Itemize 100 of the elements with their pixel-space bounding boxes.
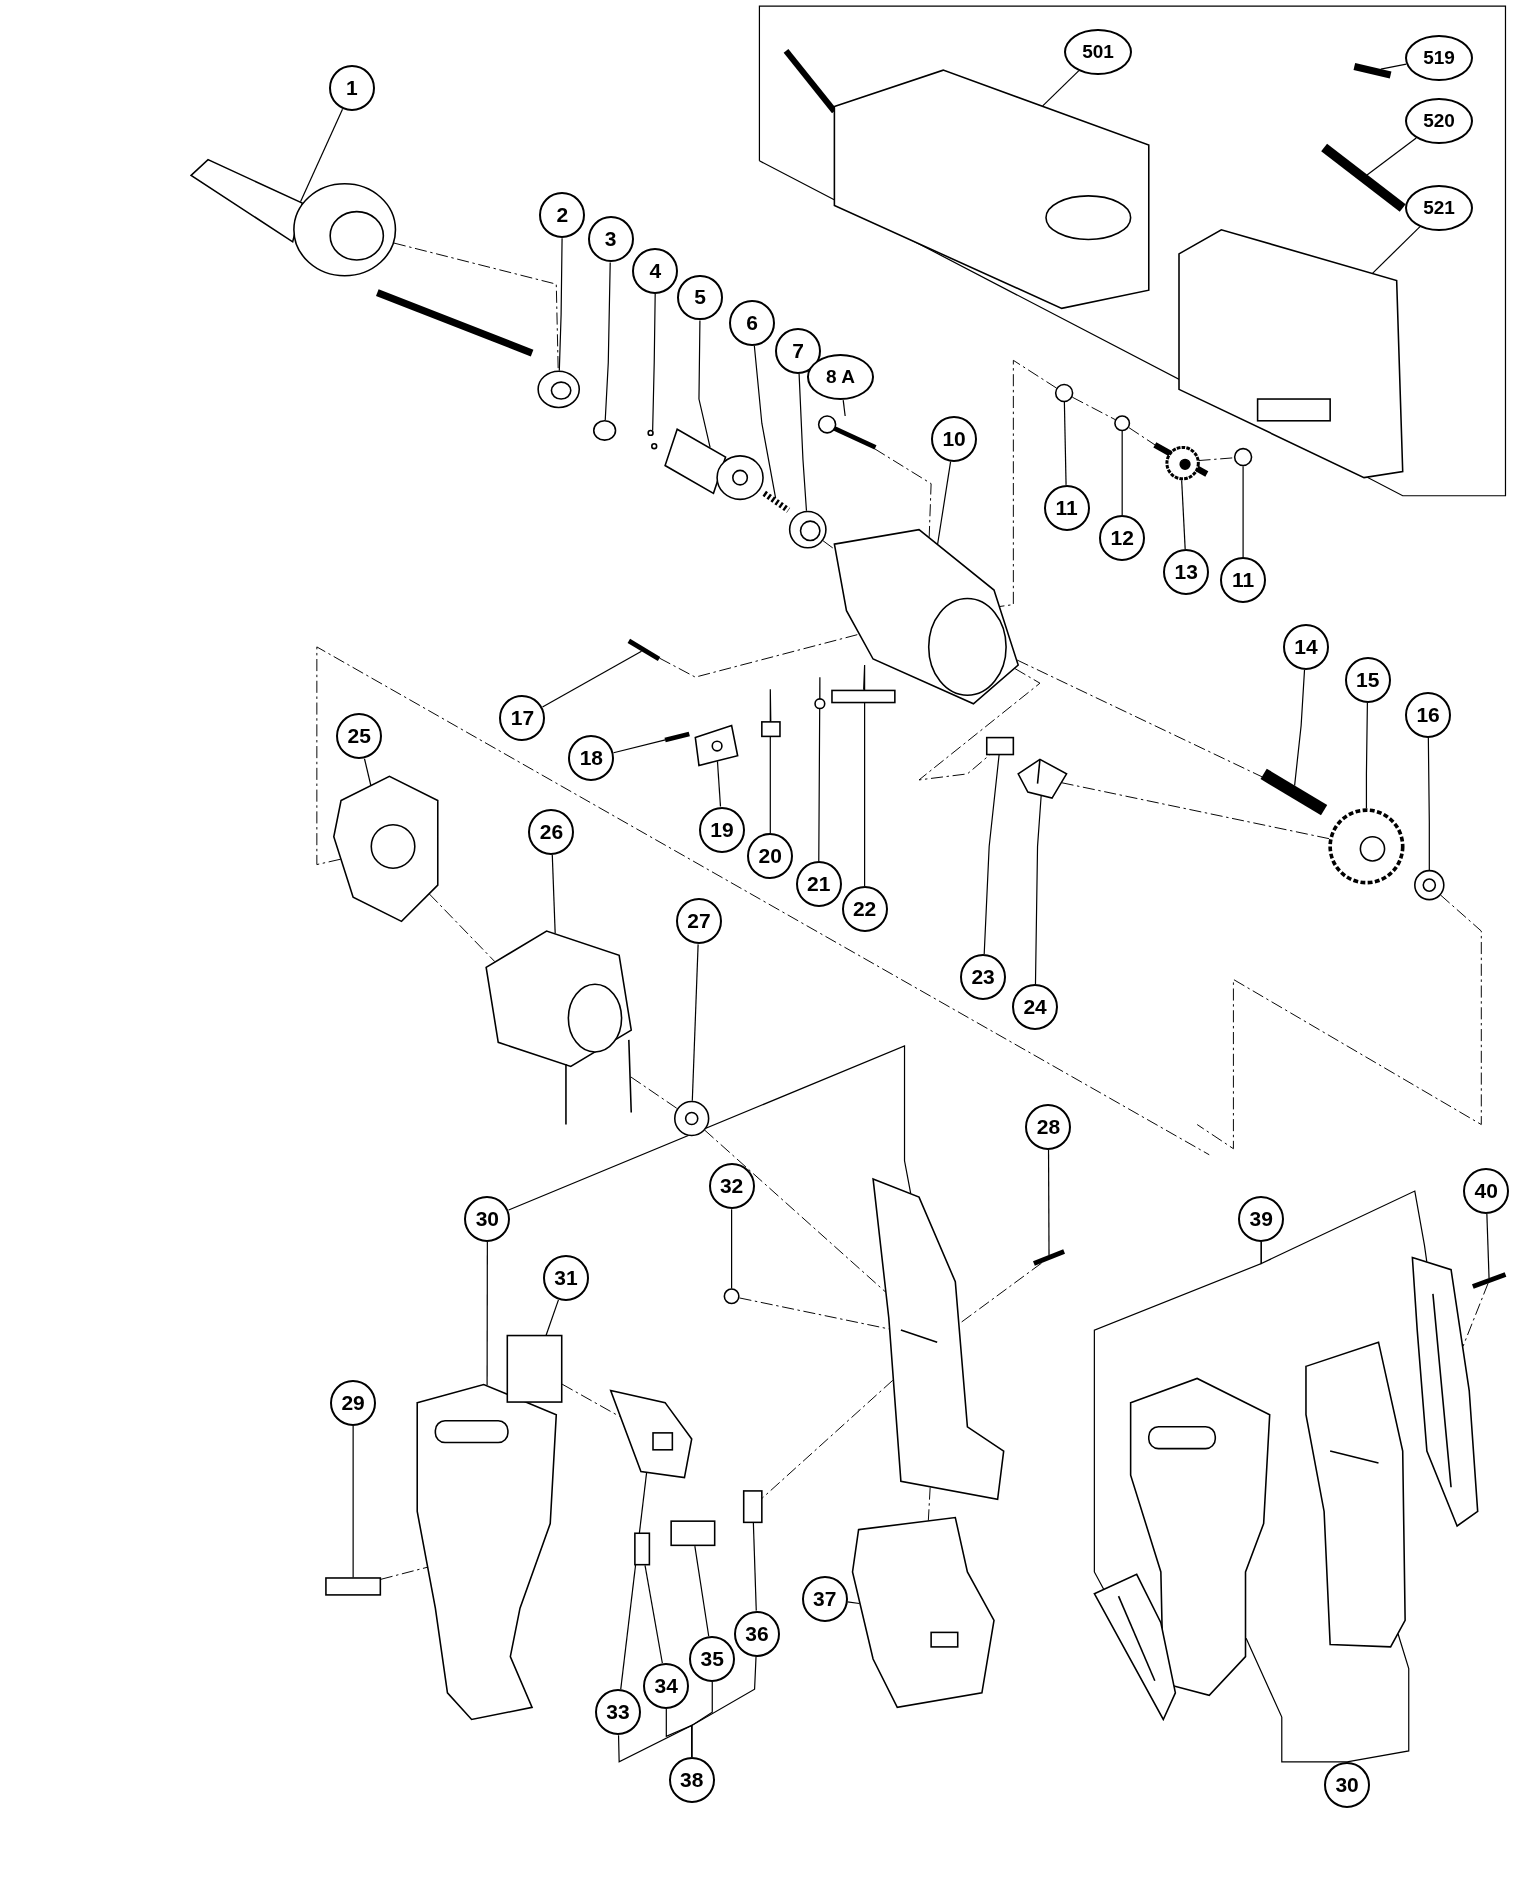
spring-drawing [814,698,826,710]
block-drawing [506,1334,563,1403]
leader-line [1380,63,1407,70]
screw-drawing [1472,1272,1507,1289]
leader-line [604,261,611,421]
plate-drawing [831,689,896,704]
assembly-line [822,540,836,550]
callout-number: 39 [1238,1195,1285,1242]
leader-line [698,319,711,448]
callout-number: 519 [1405,35,1473,81]
assembly-line [958,1262,1042,1325]
leader-line [1242,465,1244,559]
callout-number: 10 [931,416,978,462]
leader-line [818,676,821,862]
leader-line [545,1299,560,1336]
leader-line [1366,137,1417,176]
leader-line [551,854,556,934]
leader-line [1260,1190,1428,1265]
terminal-drawing [670,1520,716,1547]
callout-number: 36 [734,1610,780,1657]
side-cover-drawing [1093,1573,1177,1722]
motor-drawing [485,930,633,1126]
leader-line [352,1425,354,1578]
leader-line [798,373,808,512]
callout-number: 521 [1405,185,1473,231]
callout-number: 19 [698,806,745,853]
callout-number: 21 [795,861,842,907]
leader-line [486,1241,488,1386]
housing-drawing [872,1177,1005,1501]
callout-number: 16 [1405,691,1452,738]
leader-line [694,1545,710,1637]
screw-drawing [1033,1249,1066,1266]
callout-number: 11 [1220,557,1267,604]
leader-line [731,1208,733,1289]
assembly-line [630,1076,678,1110]
callout-number: 7 [775,327,822,374]
leader-line [1372,226,1421,274]
callout-number: 40 [1463,1168,1510,1215]
callout-number: 4 [632,247,679,294]
end-cover-drawing [333,775,439,923]
leader-line [1486,1213,1490,1279]
leader-line [842,399,846,417]
callout-number: 22 [841,886,888,933]
screw-drawing [627,638,661,662]
callout-number: 20 [747,833,794,880]
nut-drawing [723,1288,740,1305]
nut-drawing [1054,383,1074,403]
leader-line [691,943,699,1102]
terminal-drawing [742,1490,763,1524]
leader-line [716,760,722,808]
leader-line [863,664,866,887]
callout-number: 11 [1043,484,1090,531]
callout-number: 13 [1163,549,1210,595]
gear-drawing [1328,808,1405,885]
leader-line [558,237,563,372]
spindle-drawing [664,428,764,501]
nut-drawing [1233,447,1253,467]
driver-bit-drawing [1353,62,1392,79]
callout-number: 520 [1405,97,1473,144]
callout-number: 30 [464,1195,511,1242]
assembly-line [918,668,1041,781]
callout-number: 8 A [806,354,875,401]
leader-line [652,293,656,432]
leader-line [1047,1149,1050,1256]
pinion-shaft-drawing [1260,768,1328,816]
assembly-line [659,633,860,678]
nameplate-drawing [325,1577,382,1596]
washer-drawing [1114,415,1131,432]
callout-number: 26 [528,809,575,855]
leader-line [1034,795,1042,985]
callout-number: 15 [1344,656,1391,703]
assembly-line [999,359,1058,607]
assembly-line [874,448,932,538]
leader-line [983,754,1000,955]
assembly-line [1071,396,1116,421]
callout-number: 3 [587,216,634,263]
callout-number: 6 [729,299,776,346]
leader-line [753,345,777,499]
callout-number: 37 [801,1575,848,1622]
callout-number: 31 [542,1255,589,1302]
leader-line [541,650,643,708]
callout-number: 501 [1064,29,1132,75]
gear-shaft-drawing [1153,442,1209,481]
assembly-line [927,1487,931,1522]
housing-drawing [1305,1341,1406,1648]
handle-strap-drawing [1411,1256,1479,1528]
assembly-line [316,646,1210,1156]
ring-drawing [537,370,581,409]
callout-number: 17 [499,695,546,742]
assembly-line [380,1566,428,1580]
assembly-line [393,242,559,372]
assembly-line [704,1129,886,1293]
leader-line [752,1522,757,1612]
battery-drawing [851,1516,995,1709]
leader-line [363,758,372,786]
carrying-case-drawing [1178,228,1404,479]
bit-holder-drawing [1321,143,1406,212]
carbon-brush-drawing [761,721,781,738]
leader-line [1181,479,1186,550]
brush-holder-drawing [694,724,739,767]
